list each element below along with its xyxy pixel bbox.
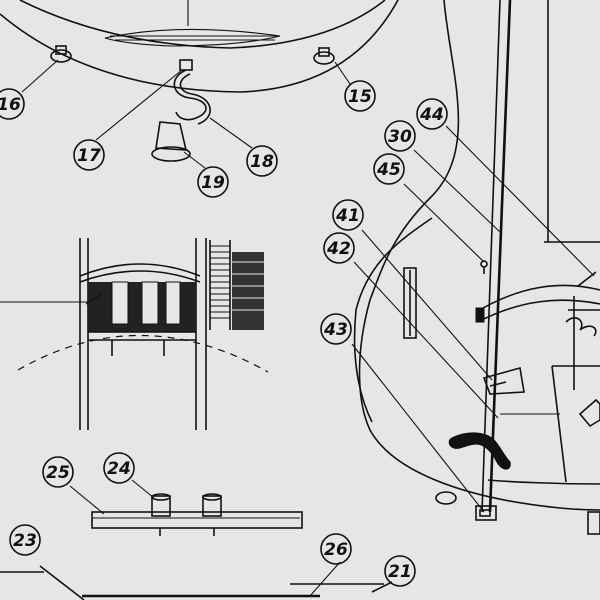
- callout-41: 41: [332, 199, 364, 231]
- svg-text:44: 44: [419, 105, 444, 125]
- callout-15: 15: [344, 80, 376, 112]
- bell-s-hook-inner: [179, 73, 211, 125]
- base-fitting: [435, 491, 600, 535]
- bell-s-hook: [173, 69, 207, 121]
- svg-text:19: 19: [201, 173, 225, 193]
- cabin-arch: [79, 263, 201, 277]
- heart-ornament: [565, 317, 597, 337]
- bell-assembly: [151, 59, 211, 162]
- hull-inner-curve: [19, 0, 386, 49]
- svg-text:18: 18: [250, 152, 274, 172]
- callout-23: 23: [9, 524, 41, 556]
- callout-43: 43: [320, 313, 352, 345]
- callout-21: 21: [384, 555, 416, 587]
- bell-rim: [151, 146, 191, 162]
- leader-25: [69, 485, 105, 515]
- small-key: [480, 260, 488, 274]
- callout-44: 44: [416, 98, 448, 130]
- interior-bracket: [475, 271, 600, 390]
- bottom-rail: [0, 565, 393, 600]
- leader-26: [309, 561, 341, 597]
- callout-45: 45: [373, 153, 405, 185]
- callout-18: 18: [246, 145, 278, 177]
- vessel-body: [353, 0, 600, 511]
- callout-26: 26: [320, 533, 352, 565]
- svg-text:41: 41: [335, 206, 360, 226]
- leader-42: [353, 261, 499, 419]
- vessel-outline: [358, 0, 600, 511]
- plank-assembly: [91, 493, 303, 536]
- interior-panel: [500, 365, 600, 483]
- leader-44: [445, 125, 595, 277]
- handle-grip: [448, 432, 511, 470]
- svg-text:43: 43: [323, 320, 348, 340]
- callout-42: 42: [323, 232, 355, 264]
- svg-text:23: 23: [13, 531, 37, 551]
- leader-45: [403, 183, 485, 263]
- callout-19: 19: [197, 166, 229, 198]
- hull-top-section: [0, 0, 399, 93]
- staircase: [209, 240, 264, 330]
- leader-15: [334, 61, 351, 85]
- callout-17: 17: [73, 139, 105, 171]
- stair-block: [232, 252, 264, 330]
- svg-text:24: 24: [107, 459, 131, 479]
- bell-mount: [179, 59, 193, 71]
- leader-41: [361, 229, 493, 381]
- vessel-inner-curve: [353, 217, 433, 423]
- callout-16: 16: [0, 88, 25, 120]
- cabin-cutaway: [0, 238, 207, 430]
- svg-text:17: 17: [77, 146, 101, 166]
- latch-block: [482, 366, 525, 395]
- bell-body: [155, 121, 188, 151]
- svg-text:26: 26: [324, 540, 348, 560]
- svg-text:30: 30: [388, 127, 412, 147]
- leader-17: [95, 69, 183, 141]
- svg-text:45: 45: [376, 160, 401, 180]
- leader-24: [131, 479, 155, 499]
- svg-text:25: 25: [46, 463, 70, 483]
- hull-outer-curve: [0, 0, 399, 93]
- svg-text:16: 16: [0, 95, 21, 115]
- callout-25: 25: [42, 456, 74, 488]
- hull-knob-left: [50, 45, 72, 63]
- leader-30: [413, 149, 501, 233]
- leader-16: [21, 59, 59, 93]
- wall-slot: [403, 267, 417, 339]
- cup-left: [151, 495, 171, 517]
- hull-deck-plate: [104, 28, 281, 47]
- plank-board: [91, 511, 303, 529]
- hull-knob-right: [313, 47, 335, 65]
- dashed-arc: [17, 334, 269, 373]
- svg-text:15: 15: [348, 87, 372, 107]
- callout-30: 30: [384, 120, 416, 152]
- leader-18: [209, 117, 253, 149]
- leader-19: [183, 151, 206, 169]
- callout-24: 24: [103, 452, 135, 484]
- cup-right: [202, 495, 222, 517]
- vessel-pole: [481, 0, 512, 513]
- vessel-floor-line: [487, 479, 600, 485]
- leader-43: [351, 343, 485, 513]
- svg-text:42: 42: [326, 239, 351, 259]
- svg-text:21: 21: [388, 562, 412, 582]
